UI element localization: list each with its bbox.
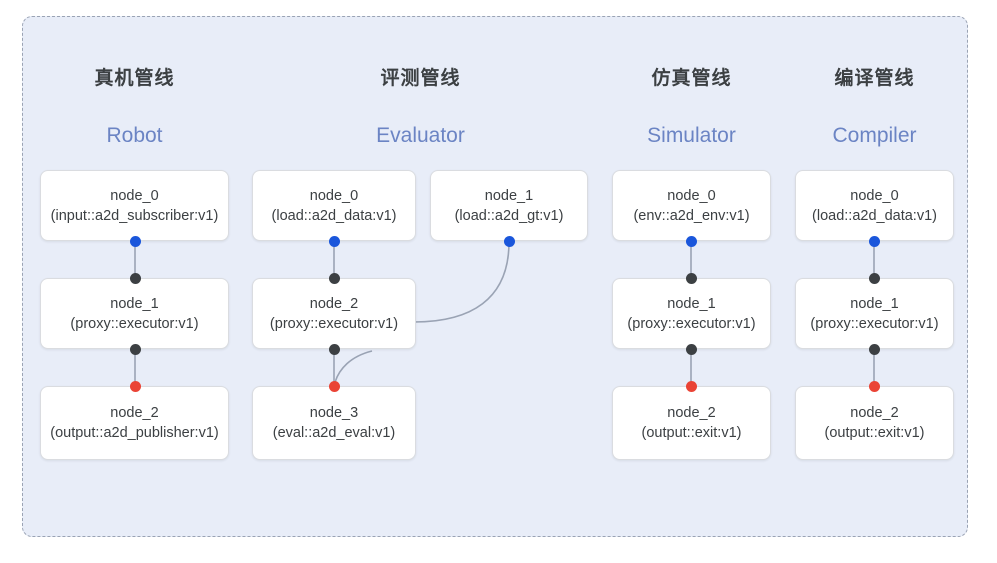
port-output-simulator-2[interactable] [685, 380, 697, 392]
node-simulator-1[interactable]: node_1 (proxy::executor:v1) [612, 278, 771, 349]
port-top-simulator-1[interactable] [685, 272, 697, 284]
node-name: node_1 [484, 187, 534, 204]
port-top-compiler-1[interactable] [868, 272, 880, 284]
node-evaluator-gt[interactable]: node_1 (load::a2d_gt:v1) [430, 170, 588, 241]
node-compiler-0[interactable]: node_0 (load::a2d_data:v1) [795, 170, 954, 241]
node-spec: (output::a2d_publisher:v1) [50, 425, 219, 441]
column-title-en-robot: Robot [106, 124, 163, 147]
port-input-evaluator-gt[interactable] [503, 235, 515, 247]
port-input-compiler-0[interactable] [868, 235, 880, 247]
node-compiler-2[interactable]: node_2 (output::exit:v1) [795, 386, 954, 460]
node-evaluator-3[interactable]: node_3 (eval::a2d_eval:v1) [252, 386, 416, 460]
port-bottom-simulator-1[interactable] [685, 343, 697, 355]
port-bottom-robot-1[interactable] [129, 343, 141, 355]
port-output-evaluator-3[interactable] [328, 380, 340, 392]
node-evaluator-0[interactable]: node_0 (load::a2d_data:v1) [252, 170, 416, 241]
node-name: node_0 [850, 187, 899, 204]
port-top-robot-1[interactable] [129, 272, 141, 284]
node-name: node_2 [850, 405, 899, 421]
node-robot-0[interactable]: node_0 (input::a2d_subscriber:v1) [40, 170, 229, 241]
port-input-robot-0[interactable] [129, 235, 141, 247]
column-title-cn-robot: 真机管线 [94, 68, 175, 89]
node-spec: (output::exit:v1) [641, 425, 742, 441]
node-robot-1[interactable]: node_1 (proxy::executor:v1) [40, 278, 229, 349]
node-spec: (env::a2d_env:v1) [633, 207, 750, 224]
port-top-evaluator-2[interactable] [328, 272, 340, 284]
column-title-en-evaluator: Evaluator [376, 124, 465, 147]
node-spec: (eval::a2d_eval:v1) [272, 425, 396, 441]
node-evaluator-2[interactable]: node_2 (proxy::executor:v1) [252, 278, 416, 349]
node-spec: (proxy::executor:v1) [810, 315, 939, 332]
column-title-en-simulator: Simulator [647, 124, 736, 147]
node-name: node_1 [850, 295, 899, 312]
node-name: node_2 [309, 295, 359, 312]
node-robot-2[interactable]: node_2 (output::a2d_publisher:v1) [40, 386, 229, 460]
node-spec: (load::a2d_data:v1) [271, 207, 397, 224]
column-title-en-compiler: Compiler [832, 124, 917, 147]
node-name: node_0 [309, 187, 359, 204]
node-name: node_0 [667, 187, 716, 204]
port-bottom-evaluator-2[interactable] [328, 343, 340, 355]
column-title-cn-compiler: 编译管线 [834, 68, 915, 89]
column-title-cn-simulator: 仿真管线 [651, 68, 732, 89]
node-simulator-2[interactable]: node_2 (output::exit:v1) [612, 386, 771, 460]
column-title-cn-evaluator: 评测管线 [380, 68, 461, 89]
node-spec: (input::a2d_subscriber:v1) [50, 207, 219, 224]
port-bottom-compiler-1[interactable] [868, 343, 880, 355]
node-spec: (proxy::executor:v1) [70, 315, 199, 332]
node-spec: (load::a2d_gt:v1) [454, 207, 564, 224]
node-spec: (output::exit:v1) [824, 425, 925, 441]
node-name: node_0 [110, 187, 159, 204]
node-simulator-0[interactable]: node_0 (env::a2d_env:v1) [612, 170, 771, 241]
node-name: node_3 [309, 405, 359, 421]
node-name: node_2 [110, 405, 159, 421]
port-input-simulator-0[interactable] [685, 235, 697, 247]
node-name: node_2 [667, 405, 716, 421]
node-spec: (proxy::executor:v1) [269, 315, 399, 332]
node-spec: (load::a2d_data:v1) [812, 207, 937, 224]
port-input-evaluator-0[interactable] [328, 235, 340, 247]
port-output-compiler-2[interactable] [868, 380, 880, 392]
node-name: node_1 [110, 295, 159, 312]
node-name: node_1 [667, 295, 716, 312]
node-spec: (proxy::executor:v1) [627, 315, 756, 332]
node-compiler-1[interactable]: node_1 (proxy::executor:v1) [795, 278, 954, 349]
port-output-robot-2[interactable] [129, 380, 141, 392]
